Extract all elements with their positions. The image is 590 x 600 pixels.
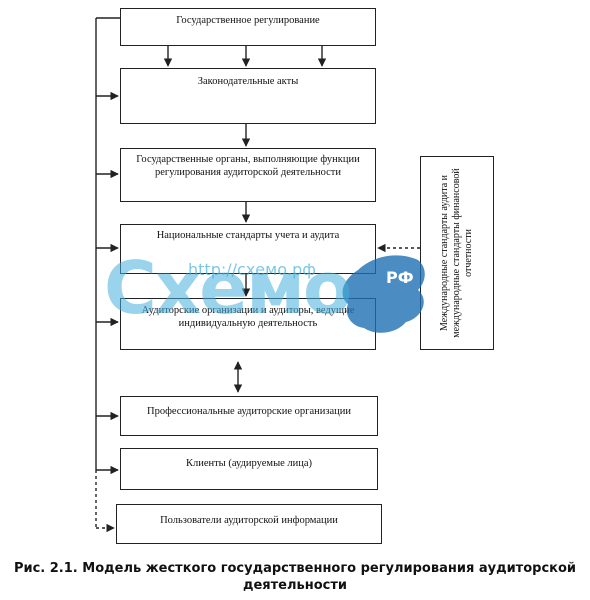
users-label: Пользователи аудиторской информации [160, 515, 338, 526]
state-regulation-label: Государственное регулирование [176, 15, 320, 26]
international-standards-box: Международные стандарты аудита и междуна… [420, 156, 494, 350]
professional-orgs-box: Профессиональные аудиторские организации [120, 396, 378, 436]
clients-box: Клиенты (аудируемые лица) [120, 448, 378, 490]
national-standards-label: Национальные стандарты учета и аудита [156, 230, 340, 241]
figure-caption: Рис. 2.1. Модель жесткого государственно… [13, 561, 577, 593]
state-bodies-label: Государственные органы, выполняющие функ… [136, 154, 360, 178]
international-standards-label: Международные стандарты аудита и междуна… [439, 168, 474, 338]
audit-organizations-box: Аудиторские организации и аудиторы, веду… [120, 298, 376, 350]
clients-label: Клиенты (аудируемые лица) [185, 458, 313, 469]
national-standards-box: Национальные стандарты учета и аудита [120, 224, 376, 274]
professional-orgs-label: Профессиональные аудиторские организации [146, 406, 352, 417]
state-bodies-box: Государственные органы, выполняющие функ… [120, 148, 376, 202]
legislative-acts-label: Законодательные акты [197, 76, 299, 87]
users-box: Пользователи аудиторской информации [116, 504, 382, 544]
legislative-acts-box: Законодательные акты [120, 68, 376, 124]
state-regulation-box: Государственное регулирование [120, 8, 376, 46]
audit-organizations-label: Аудиторские организации и аудиторы, веду… [141, 305, 355, 329]
